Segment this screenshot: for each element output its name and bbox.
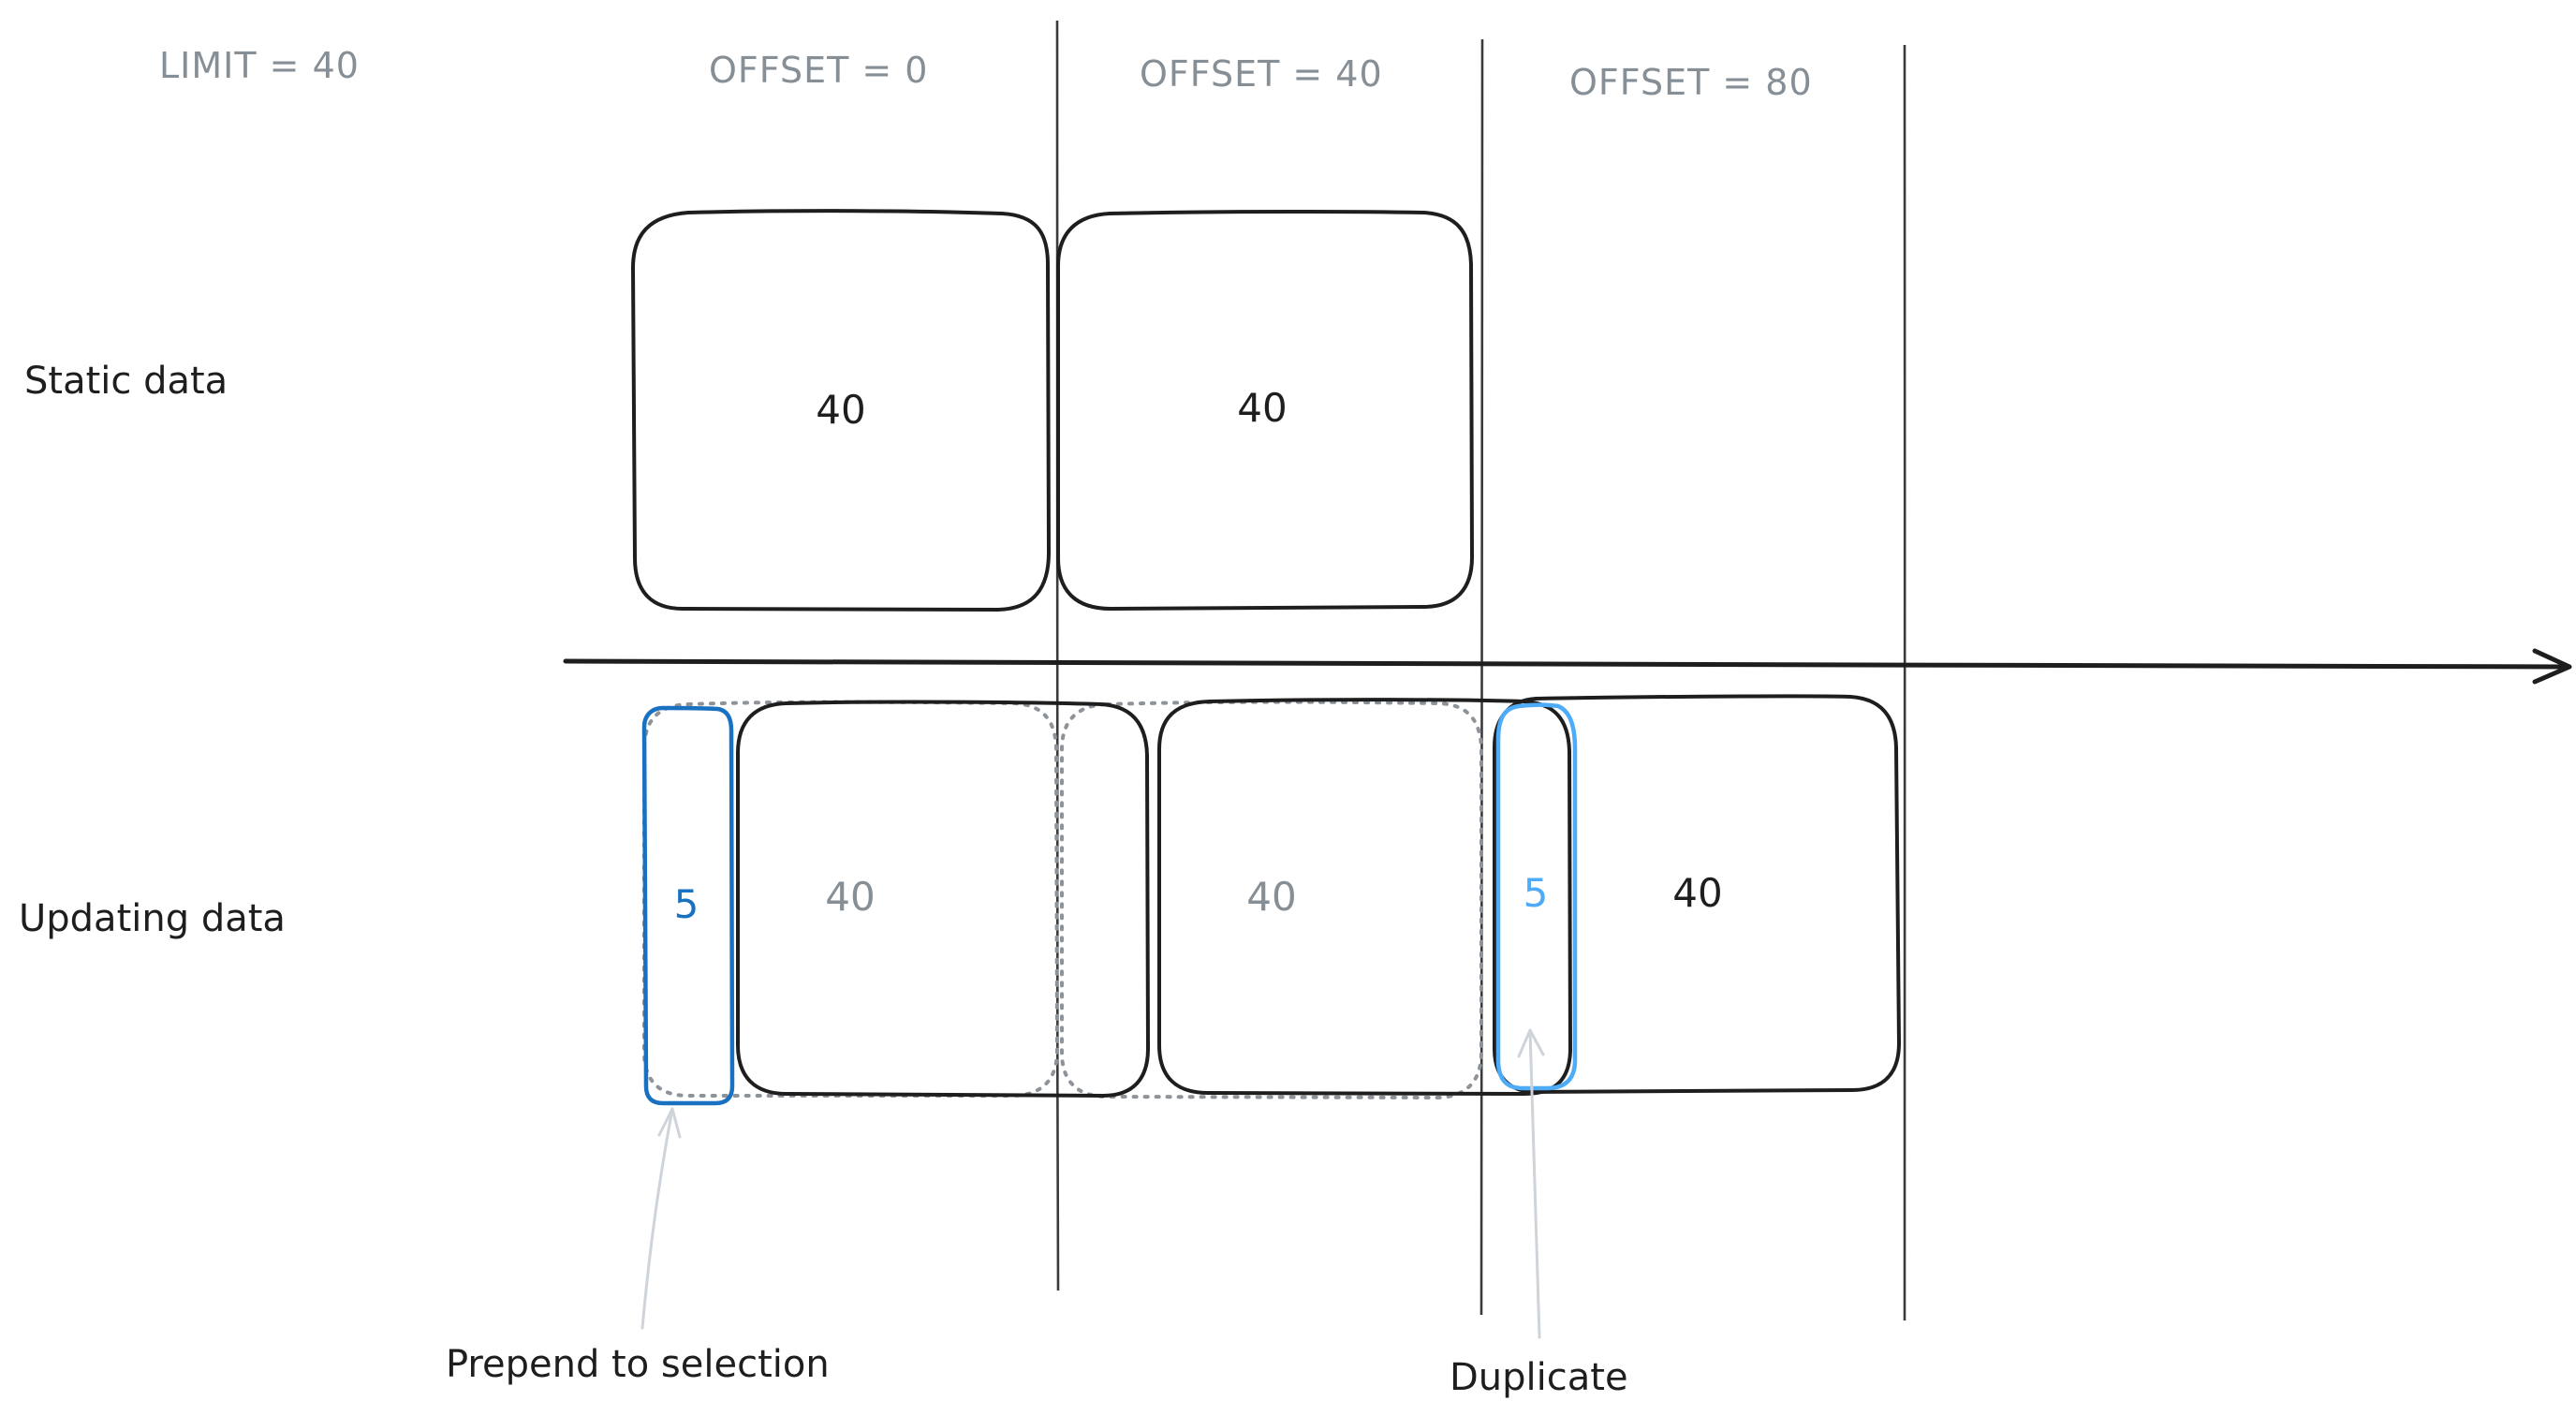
duplicate-pointer-arrow [1528, 1028, 1541, 1339]
prepend-pointer-arrowhead [657, 1107, 682, 1139]
duplicate-block-value: 5 [1524, 870, 1549, 916]
shifted-page-outline-2 [1060, 700, 1483, 1100]
page-divider-1 [1055, 20, 1060, 1291]
static-data-label: Static data [24, 360, 228, 403]
prepended-block-value: 5 [674, 881, 699, 927]
static-block-value: 40 [1237, 385, 1287, 431]
static-block-offset-40: 40 [1056, 210, 1474, 611]
offset-label-0: OFFSET = 0 [709, 50, 928, 91]
duplicate-pointer-arrowhead [1517, 1028, 1545, 1058]
duplicate-block: 5 [1495, 702, 1578, 1091]
prepended-block: 5 [641, 705, 735, 1106]
updating-page-2-value: 40 [1246, 874, 1296, 920]
timeline-arrow [563, 658, 2570, 670]
duplicate-annotation: Duplicate [1450, 1356, 1628, 1399]
limit-label: LIMIT = 40 [159, 45, 360, 86]
updating-page-3-value: 40 [1672, 870, 1722, 916]
static-block-value: 40 [816, 387, 865, 433]
updating-page-box-3 [1493, 694, 1901, 1094]
timeline-arrowhead [2532, 648, 2572, 685]
updating-page-box-2 [1157, 698, 1572, 1096]
page-divider-2 [1479, 38, 1484, 1316]
page-divider-3 [1903, 44, 1906, 1321]
offset-label-40: OFFSET = 40 [1140, 53, 1383, 95]
offset-label-80: OFFSET = 80 [1569, 62, 1813, 103]
duplicate-block-outline [1495, 702, 1578, 1091]
updating-page-1-value: 40 [825, 874, 875, 920]
updating-data-label: Updating data [19, 897, 286, 940]
prepend-annotation: Prepend to selection [446, 1343, 830, 1386]
prepend-pointer-arrow [640, 1107, 674, 1330]
static-block-offset-0: 40 [631, 209, 1051, 612]
updating-page-box-1 [736, 700, 1150, 1098]
prepended-block-outline [641, 705, 735, 1106]
